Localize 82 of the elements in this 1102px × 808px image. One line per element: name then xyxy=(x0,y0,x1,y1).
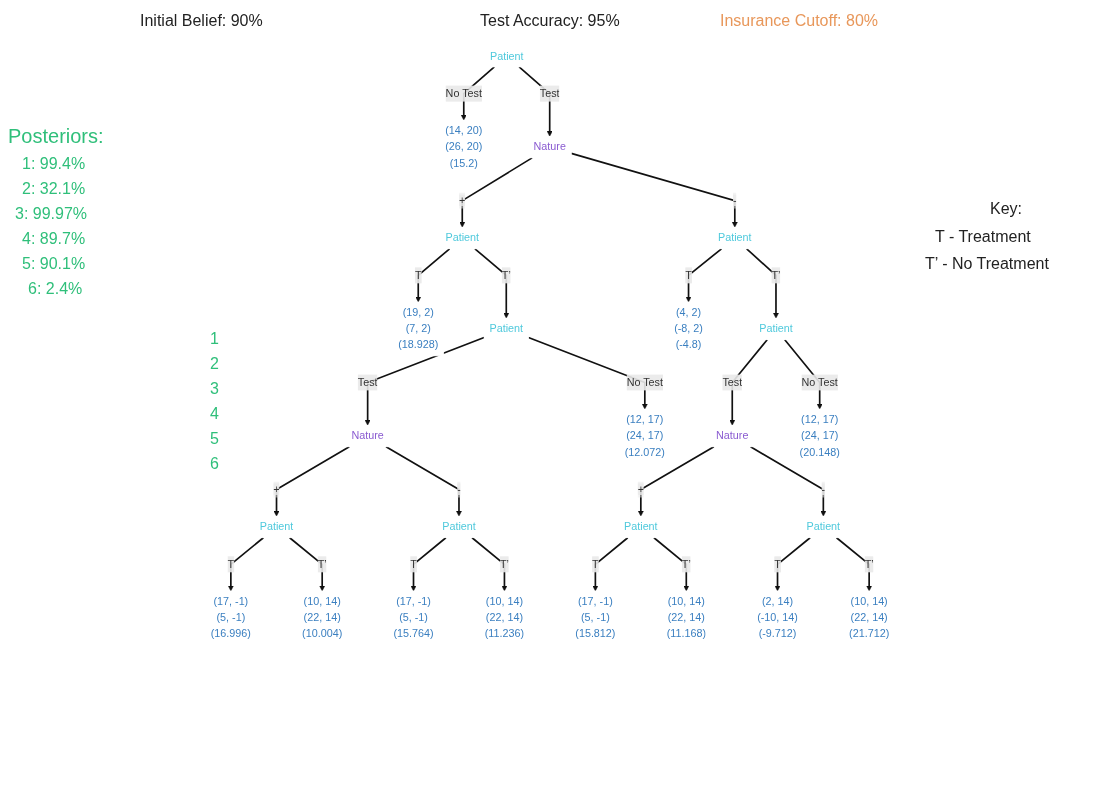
node-text: Nature xyxy=(351,429,384,442)
edge-label: + xyxy=(637,483,644,495)
arrow xyxy=(745,247,779,319)
node-text: Nature xyxy=(716,429,749,442)
arrow xyxy=(518,66,553,137)
node-text: (12, 17) (24, 17) (20.148) xyxy=(799,413,840,458)
arrow xyxy=(653,536,690,592)
edge-label: + xyxy=(459,194,466,207)
node-text: (10, 14) (22, 14) (11.168) xyxy=(666,595,706,640)
node-text: (12, 17) (24, 17) (12.072) xyxy=(624,413,665,458)
callout-number: 4 xyxy=(210,405,219,423)
note-text: Posteriors: xyxy=(8,125,104,148)
node-text: (10, 14) (22, 14) (11.236) xyxy=(484,595,525,640)
node-text: Patient xyxy=(489,322,524,335)
edge-label: No Test xyxy=(626,376,663,388)
edge-label: T’ xyxy=(681,558,691,570)
node-text: Patient xyxy=(759,322,793,335)
edge-label: T xyxy=(592,558,599,570)
callout-number: 1 xyxy=(210,330,219,348)
edge-label: T xyxy=(414,269,422,281)
edge-label: - xyxy=(733,194,737,207)
edge-label: T xyxy=(227,558,235,570)
edge-label: T’ xyxy=(317,558,327,570)
node-text: (17, -1) (5, -1) (16.996) xyxy=(210,595,251,640)
note-text: Initial Belief: 90% xyxy=(140,12,263,30)
node-text: (10, 14) (22, 14) (21.712) xyxy=(849,595,890,640)
edge-label: Test xyxy=(539,87,560,99)
edge-label: T’ xyxy=(499,558,509,570)
node-text: Patient xyxy=(489,50,524,62)
note-text: 2: 32.1% xyxy=(22,180,86,198)
node-text: Patient xyxy=(624,520,658,533)
arrow xyxy=(471,536,508,592)
node-text: (17, -1) (5, -1) (15.812) xyxy=(575,595,616,640)
arrow xyxy=(364,336,485,426)
node-text: (10, 14) (22, 14) (10.004) xyxy=(302,595,343,640)
arrow xyxy=(592,536,629,592)
node-text: Patient xyxy=(259,520,294,533)
note-text: Insurance Cutoff: 80% xyxy=(720,12,879,30)
note-text: T - Treatment xyxy=(935,228,1031,246)
note-text: 4: 89.7% xyxy=(22,230,86,248)
edge-label: T xyxy=(774,558,781,570)
arrow xyxy=(410,536,447,592)
edge-label: - xyxy=(821,483,826,495)
note-text: 5: 90.1% xyxy=(22,255,86,273)
node-text: Patient xyxy=(445,231,480,244)
edge-label: T’ xyxy=(501,269,511,281)
note-text: 3: 99.97% xyxy=(15,205,88,223)
node-text: (17, -1) (5, -1) (15.764) xyxy=(393,595,434,640)
arrow xyxy=(835,536,873,592)
node-text: (14, 20) (26, 20) (15.2) xyxy=(445,124,483,169)
note-text: Test Accuracy: 95% xyxy=(480,12,620,30)
arrow xyxy=(774,536,811,592)
arrow xyxy=(415,247,451,303)
edge-label: T’ xyxy=(864,558,874,570)
arrow xyxy=(729,338,768,426)
node-text: Patient xyxy=(806,520,841,533)
node-text: (4, 2) (-8, 2) (-4.8) xyxy=(674,306,703,351)
node-text: (2, 14) (-10, 14) (-9.712) xyxy=(757,595,798,640)
edge-label: No Test xyxy=(801,376,838,388)
arrow xyxy=(474,247,510,319)
edge-label: + xyxy=(273,483,280,495)
note-text: Key: xyxy=(990,200,1022,218)
callout-number: 2 xyxy=(210,355,219,373)
callout-number: 6 xyxy=(210,455,219,473)
node-text: Patient xyxy=(442,520,476,533)
edge-label: - xyxy=(457,483,461,495)
note-text: 1: 99.4% xyxy=(22,155,86,173)
arrow xyxy=(288,536,326,592)
edge-label: T xyxy=(685,269,692,281)
edge-label: No Test xyxy=(445,87,482,99)
edge-label: Test xyxy=(722,376,743,388)
note-text: T’ - No Treatment xyxy=(925,255,1049,273)
edge-label: T’ xyxy=(771,269,781,281)
node-text: Nature xyxy=(533,141,566,153)
edge-label: Test xyxy=(357,376,378,388)
arrow xyxy=(227,536,265,592)
arrow xyxy=(685,247,723,303)
note-text: 6: 2.4% xyxy=(28,280,83,298)
node-text: Patient xyxy=(718,231,752,244)
callout-number: 5 xyxy=(210,430,219,448)
edge-label: T xyxy=(410,558,417,570)
callout-number: 3 xyxy=(210,380,219,398)
